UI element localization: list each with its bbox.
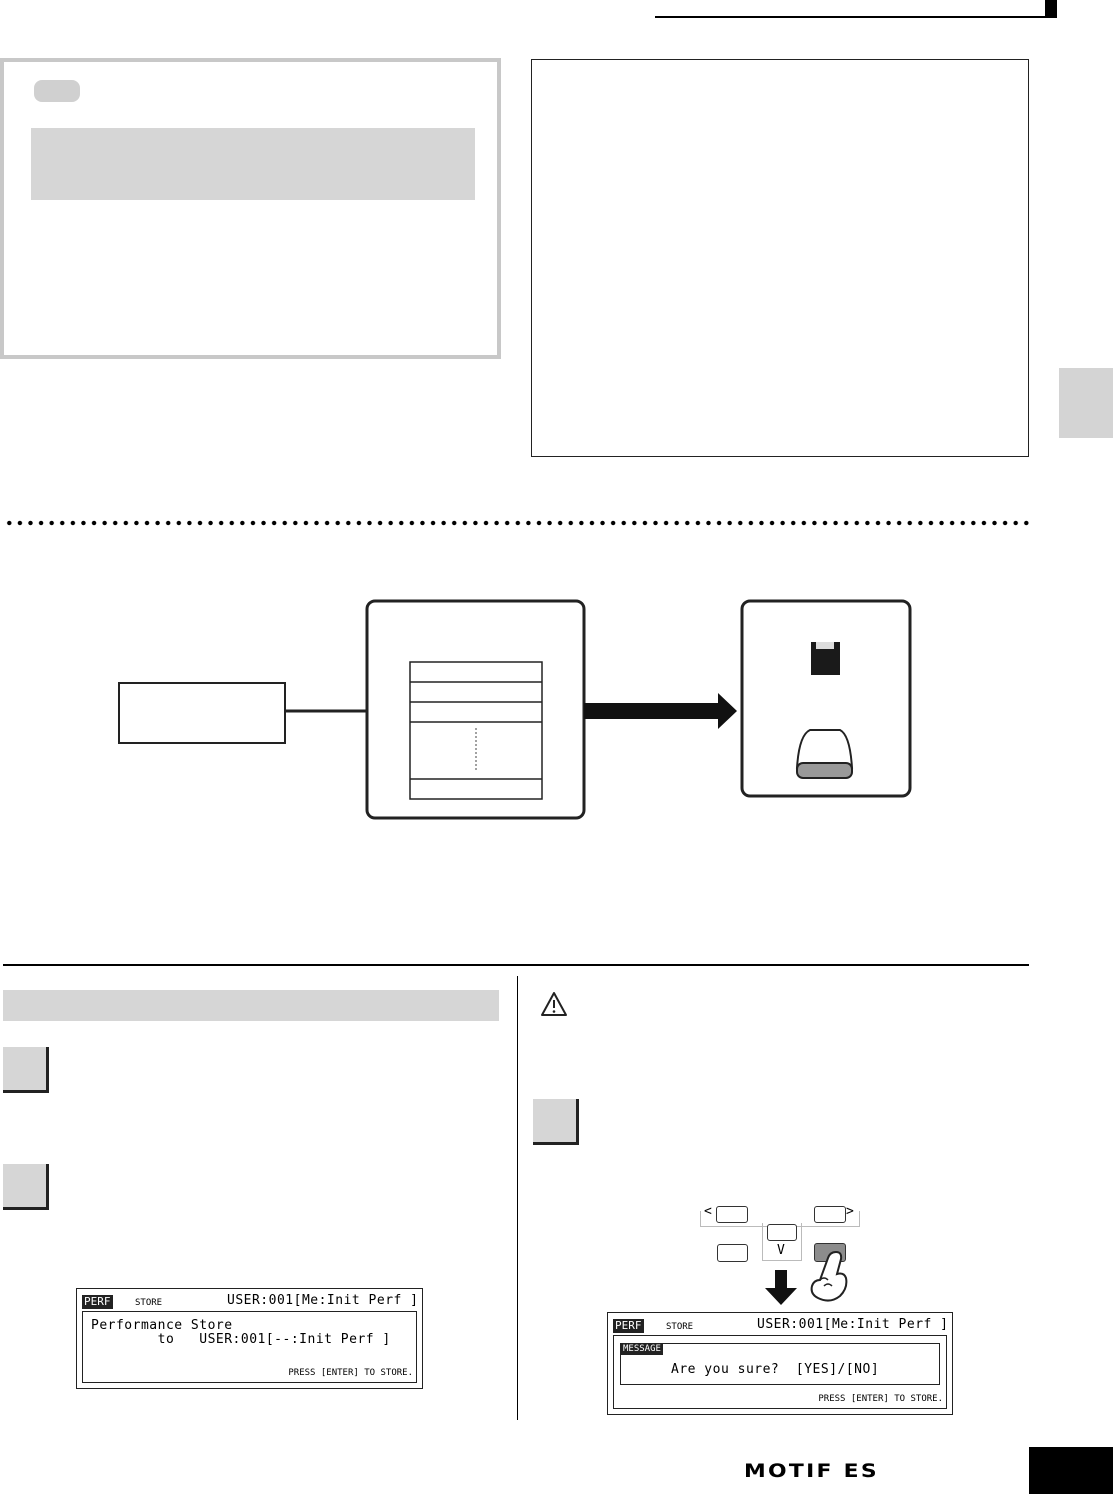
note-gray-bar <box>31 128 475 200</box>
memory-list <box>409 661 543 800</box>
step-3-box <box>533 1099 579 1145</box>
dec-no-button[interactable] <box>717 1244 748 1262</box>
cursor-down-glyph: V <box>777 1243 786 1258</box>
step-2-box <box>3 1164 49 1210</box>
lcd-screen-store: PERF STORE USER:001[Me:Init Perf ] Perfo… <box>76 1288 423 1389</box>
step-1-box <box>3 1047 49 1093</box>
message-tag: MESSAGE <box>621 1344 663 1355</box>
cursor-left-glyph: < <box>704 1204 713 1219</box>
dotted-separator <box>4 520 1030 526</box>
info-box <box>531 59 1029 457</box>
lcd-header-right: USER:001[Me:Init Perf ] <box>227 1293 419 1308</box>
lcd-mode-tag: PERF <box>82 1295 113 1309</box>
brand-logo: MOTIF ES <box>744 1460 879 1482</box>
header-rule <box>655 16 1045 18</box>
note-tag <box>34 80 80 102</box>
save-arrow-icon <box>584 693 737 729</box>
down-arrow-icon <box>765 1270 797 1305</box>
finger-press-icon <box>810 1250 848 1302</box>
lcd-line-2: to USER:001[--:Init Perf ] <box>91 1332 391 1347</box>
lcd-footer: PRESS [ENTER] TO STORE. <box>288 1368 413 1378</box>
lcd2-footer: PRESS [ENTER] TO STORE. <box>818 1394 943 1404</box>
section-rule <box>3 964 1029 966</box>
lcd2-mode-label: STORE <box>666 1322 694 1332</box>
header-marker <box>1045 0 1057 18</box>
procedure-heading-bar <box>3 990 499 1021</box>
source-box <box>118 682 286 744</box>
caution-icon <box>541 992 567 1016</box>
storage-frame <box>740 599 912 798</box>
cursor-down-bracket <box>762 1223 802 1261</box>
lcd-mode-label: STORE <box>135 1298 163 1308</box>
note-box <box>0 58 501 359</box>
message-dialog: MESSAGE Are you sure? [YES]/[NO] <box>620 1343 940 1385</box>
cursor-right-glyph: > <box>846 1204 855 1219</box>
memory-diagram <box>118 599 912 820</box>
memory-card-icon <box>811 642 840 675</box>
lcd-screen-confirm: PERF STORE USER:001[Me:Init Perf ] MESSA… <box>607 1312 953 1415</box>
lcd2-header-right: USER:001[Me:Init Perf ] <box>757 1317 949 1332</box>
column-divider <box>517 976 518 1420</box>
side-tab <box>1059 368 1113 438</box>
lcd-line-1: Performance Store <box>91 1318 233 1333</box>
page-number-block <box>1029 1447 1113 1494</box>
message-text: Are you sure? [YES]/[NO] <box>671 1362 880 1377</box>
lcd2-mode-tag: PERF <box>613 1319 644 1333</box>
cursor-down-button[interactable] <box>767 1224 797 1241</box>
cursor-right-button[interactable] <box>814 1206 846 1223</box>
cursor-left-button[interactable] <box>716 1206 748 1223</box>
